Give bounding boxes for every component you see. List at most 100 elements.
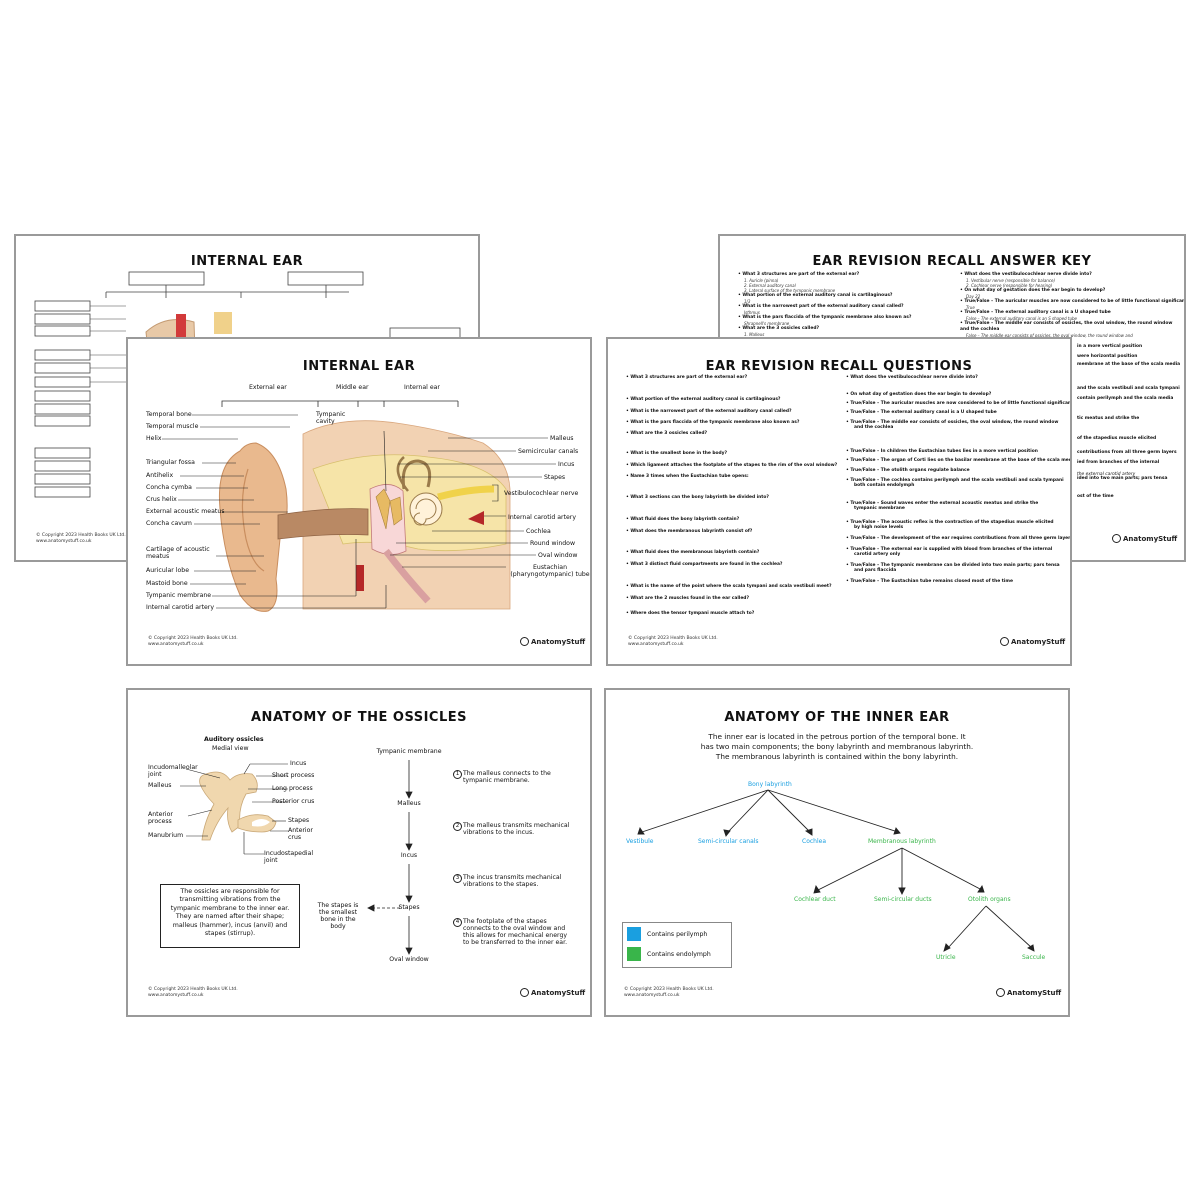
question-item: and pars flaccida (854, 568, 897, 573)
flow-step: Malleus (397, 800, 421, 807)
anatomystuff-logo: AnatomyStuff (996, 988, 1061, 997)
question-item: • True/False – The external auditory can… (846, 410, 997, 415)
label-right: Malleus (550, 435, 574, 442)
flow-step: Incus (400, 852, 418, 859)
question-item: • True/False – The auricular muscles are… (846, 401, 1072, 406)
answer-fragment: of the stapedius muscle elicited (1077, 436, 1157, 441)
label-right: Eustachian (pharyngotympanic) tube (510, 564, 590, 578)
answer-text: 2. Cochlear nerve (responsible for heari… (966, 283, 1053, 288)
label-left: Temporal muscle (146, 423, 199, 430)
sheet-title: ANATOMY OF THE OSSICLES (251, 710, 467, 725)
answer-fragment: ost of the time (1077, 494, 1114, 499)
intro-line: The inner ear is located in the petrous … (708, 732, 966, 741)
tree-node-level1: Semi-circular canals (698, 838, 759, 845)
question-item: • What is the narrowest part of the exte… (626, 409, 792, 414)
step-text: The malleus transmits mechanical vibrati… (463, 822, 570, 836)
answer-text: 1. Vestibular nerve (responsible for bal… (966, 278, 1056, 283)
question-item: and the cochlea (854, 425, 894, 430)
question-item: • What are the 2 muscles found in the ea… (626, 596, 750, 601)
label-left: Auricular lobe (146, 567, 190, 574)
section-label-middle-ear: Middle ear (336, 384, 369, 391)
logo-icon (1000, 637, 1009, 646)
answer-text: 1. Malleus (744, 332, 765, 337)
ossicle-label: Incudostapedial joint (264, 850, 314, 864)
step-number: 2 (453, 822, 462, 831)
ossicle-label: Long process (272, 785, 313, 792)
answer-fragment: were horizontal position (1077, 354, 1138, 359)
label-left: Tympanic membrane (146, 592, 212, 599)
question-item: both contain endolymph (854, 483, 915, 488)
answer-fragment: ied from branches of the internal (1077, 460, 1160, 465)
intro-text: The inner ear is located in the petrous … (606, 732, 1068, 762)
label-left: Temporal bone (146, 411, 192, 418)
legend-swatch (627, 927, 641, 941)
legend-label: Contains perilymph (647, 931, 708, 938)
answer-text: Day 22 (966, 294, 981, 299)
label-right: Internal carotid artery (508, 514, 577, 521)
label-right: Stapes (544, 474, 566, 481)
sheet-ossicles: ANATOMY OF THE OSSICLES Auditory ossicle… (126, 688, 592, 1017)
ossicle-label: Manubrium (148, 832, 184, 839)
ossicles-diagram (180, 760, 413, 955)
diagram-title: Auditory ossicles (204, 736, 264, 743)
question-item: • What 3 structures are part of the exte… (626, 375, 748, 380)
label-left: External acoustic meatus (146, 508, 225, 515)
question-item: • Name 3 times when the Eustachian tube … (626, 474, 749, 479)
answer-text: False – The middle ear consists of ossic… (966, 333, 1133, 338)
answer-fragment: tic meatus and strike the (1077, 416, 1140, 421)
question-item: • What is the name of the point where th… (626, 584, 832, 589)
question-item: • What are the 3 ossicles called? (626, 431, 708, 436)
label-right: Incus (558, 461, 575, 468)
answer-fragment: in a more vertical position (1077, 344, 1143, 349)
anatomystuff-logo: AnatomyStuff (520, 637, 585, 646)
label-left: Mastoid bone (146, 580, 188, 587)
stapes-note: The stapes is the smallest bone in the b… (317, 902, 359, 930)
answer-fragment: ided into two main parts; pars tensa (1077, 476, 1168, 481)
logo-icon (520, 637, 529, 646)
question-item: • True/False – The development of the ea… (846, 536, 1072, 541)
tree-node-level2: Semi-circular ducts (874, 896, 932, 903)
answer-fragment: contributions from all three germ layers (1077, 450, 1177, 455)
question-item: tympanic membrane (854, 506, 905, 511)
step-text: The footplate of the stapes connects to … (463, 918, 568, 946)
tree-node-level1: Membranous labyrinth (868, 838, 936, 845)
label-left: Cartilage of acoustic meatus (146, 546, 210, 560)
question-item: • On what day of gestation does the ear … (846, 392, 992, 397)
answer-question: • True/False – The auricular muscles are… (960, 299, 1186, 304)
flow-step: Tympanic membrane (376, 748, 442, 755)
tree-node-level2: Otolith organs (968, 896, 1011, 903)
tree-node-level3: Utricle (936, 954, 956, 961)
label-left: Triangular fossa (146, 459, 195, 466)
answer-text: 3. Lateral surface of the tympanic membr… (744, 288, 836, 293)
answer-question: • On what day of gestation does the ear … (960, 288, 1106, 293)
answer-text: 1. Auricle (pinna) (744, 278, 779, 283)
question-item: • True/False – The otolith organs regula… (846, 468, 970, 473)
sheet-title: EAR REVISION RECALL QUESTIONS (705, 359, 973, 374)
label-right: Semicircular canals (518, 448, 579, 455)
section-label-internal-ear: Internal ear (404, 384, 440, 391)
ossicle-label: Malleus (148, 782, 172, 789)
diagram-subtitle: Medial view (212, 745, 249, 752)
info-box: The ossicles are responsible for transmi… (160, 884, 300, 948)
flow-step: Oval window (389, 956, 429, 963)
ossicle-label: Anterior process (148, 811, 173, 825)
question-item: • Where does the tensor tympani muscle a… (626, 611, 755, 616)
label-left: Concha cymba (146, 484, 192, 491)
answer-question: • True/False – The external auditory can… (960, 310, 1111, 315)
tree-node-level3: Saccule (1022, 954, 1046, 961)
anatomystuff-logo: AnatomyStuff (520, 988, 585, 997)
anatomystuff-logo: AnatomyStuff (1000, 637, 1065, 646)
ossicle-label: Incudomalleolar joint (148, 764, 198, 778)
question-item: • True/False – The external ear is suppl… (846, 547, 1053, 552)
logo-icon (520, 988, 529, 997)
question-item: • What fluid does the bony labyrinth con… (626, 517, 740, 522)
sheet-title: EAR REVISION RECALL ANSWER KEY (812, 254, 1092, 269)
question-item: • What is the smallest bone in the body? (626, 451, 728, 456)
sheet-title: INTERNAL EAR (190, 254, 304, 269)
label-right: Cochlea (526, 528, 551, 535)
answer-question: and the cochlea (960, 327, 1000, 332)
label-left: Helix (146, 435, 162, 442)
question-item: • True/False – The Eustachian tube remai… (846, 579, 1013, 584)
label-right: Round window (530, 540, 576, 547)
